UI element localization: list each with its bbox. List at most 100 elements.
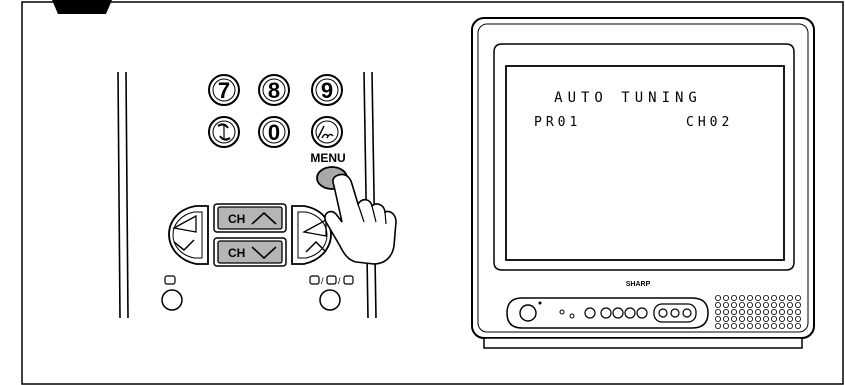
speaker-hole (787, 301, 794, 308)
speaker-hole (779, 322, 786, 329)
brand-logo: SHARP (626, 281, 651, 288)
speaker-hole (739, 322, 746, 329)
menu-label: MENU (310, 151, 345, 165)
screen-title: AUTO TUNING (554, 90, 702, 106)
speaker-hole (723, 308, 730, 315)
key-7-label: 7 (218, 78, 230, 103)
frame-border (21, 1, 844, 385)
volume-up-rocker[interactable] (291, 205, 332, 265)
standby-indicator (559, 309, 565, 315)
speaker-hole (779, 315, 786, 322)
speaker-hole (779, 294, 786, 301)
key-8-label: 8 (268, 78, 280, 103)
chevron-up-icon (305, 240, 327, 253)
screen-ch: CH02 (686, 115, 733, 130)
panel-ch-down-button[interactable] (624, 307, 636, 319)
chevron-down-icon (173, 239, 195, 252)
timer-indicator (569, 313, 575, 319)
power-icon (538, 301, 542, 305)
ch-down-label: CH (228, 246, 245, 260)
speaker-hole (731, 301, 738, 308)
speaker-hole (763, 301, 770, 308)
speaker-hole (723, 301, 730, 308)
speaker-hole (763, 315, 770, 322)
volume-icon (302, 218, 327, 237)
speaker-hole (731, 322, 738, 329)
remote-control: 7 8 9 0 MENU (117, 71, 397, 319)
speaker-hole (795, 308, 802, 315)
key-7[interactable]: 7 (208, 74, 240, 106)
speaker-hole (715, 301, 722, 308)
speaker-hole (755, 308, 762, 315)
audio-right-jack[interactable] (682, 308, 692, 318)
svg-text:/: / (321, 276, 324, 286)
speaker-hole (715, 294, 722, 301)
speaker-hole (731, 308, 738, 315)
speaker-hole (723, 294, 730, 301)
speaker-hole (787, 322, 794, 329)
speaker-hole (755, 294, 762, 301)
speaker-hole (731, 315, 738, 322)
speaker-hole (787, 308, 794, 315)
key-0[interactable]: 0 (258, 116, 290, 148)
picture-mode-button[interactable] (161, 275, 183, 311)
key-8[interactable]: 8 (258, 74, 290, 106)
speaker-hole (779, 308, 786, 315)
corner-tab (52, 0, 112, 14)
speaker-hole (739, 308, 746, 315)
speaker-grille (715, 294, 802, 329)
speaker-hole (715, 315, 722, 322)
speaker-hole (771, 315, 778, 322)
speaker-hole (779, 301, 786, 308)
panel-volume-up-button[interactable] (612, 307, 624, 319)
chevron-up-icon (251, 211, 277, 225)
speaker-hole (755, 301, 762, 308)
key-0-label: 0 (268, 120, 280, 145)
audio-left-jack[interactable] (670, 308, 680, 318)
video-jack[interactable] (658, 308, 668, 318)
speaker-hole (723, 322, 730, 329)
speaker-hole (787, 294, 794, 301)
chevron-down-icon (251, 246, 277, 260)
speaker-hole (747, 294, 754, 301)
panel-ch-up-button[interactable] (636, 307, 648, 319)
screen-pr: PR01 (534, 115, 581, 130)
ch-down-button[interactable]: CH (213, 237, 287, 267)
digit-toggle-icon (317, 125, 334, 139)
volume-down-rocker[interactable] (168, 205, 209, 265)
speaker-hole (763, 322, 770, 329)
tv-screen (505, 65, 785, 261)
speaker-hole (755, 322, 762, 329)
speaker-hole (747, 301, 754, 308)
digit-toggle-key[interactable] (311, 116, 343, 148)
speaker-hole (771, 301, 778, 308)
speaker-hole (739, 294, 746, 301)
speaker-hole (739, 301, 746, 308)
ch-up-button[interactable]: CH (213, 203, 287, 233)
speaker-hole (795, 315, 802, 322)
volume-icon (172, 214, 197, 233)
panel-volume-down-button[interactable] (600, 307, 612, 319)
speaker-hole (795, 322, 802, 329)
speaker-hole (771, 294, 778, 301)
picture-mode-icon (164, 275, 176, 285)
speaker-hole (771, 322, 778, 329)
teletext-icon (309, 275, 320, 285)
speaker-hole (771, 308, 778, 315)
key-9-label: 9 (321, 78, 333, 103)
speaker-hole (763, 308, 770, 315)
flashback-key[interactable] (208, 116, 240, 148)
svg-text:/: / (338, 276, 341, 286)
speaker-hole (787, 315, 794, 322)
key-9[interactable]: 9 (311, 74, 343, 106)
speaker-hole (723, 315, 730, 322)
television: AUTO TUNING PR01 CH02 SHARP (471, 17, 815, 349)
pointing-hand-icon (324, 173, 397, 265)
speaker-hole (747, 308, 754, 315)
panel-menu-button[interactable] (584, 307, 596, 319)
teletext-button[interactable]: / / (309, 275, 354, 311)
power-button[interactable] (519, 304, 537, 322)
speaker-hole (795, 301, 802, 308)
speaker-hole (715, 308, 722, 315)
